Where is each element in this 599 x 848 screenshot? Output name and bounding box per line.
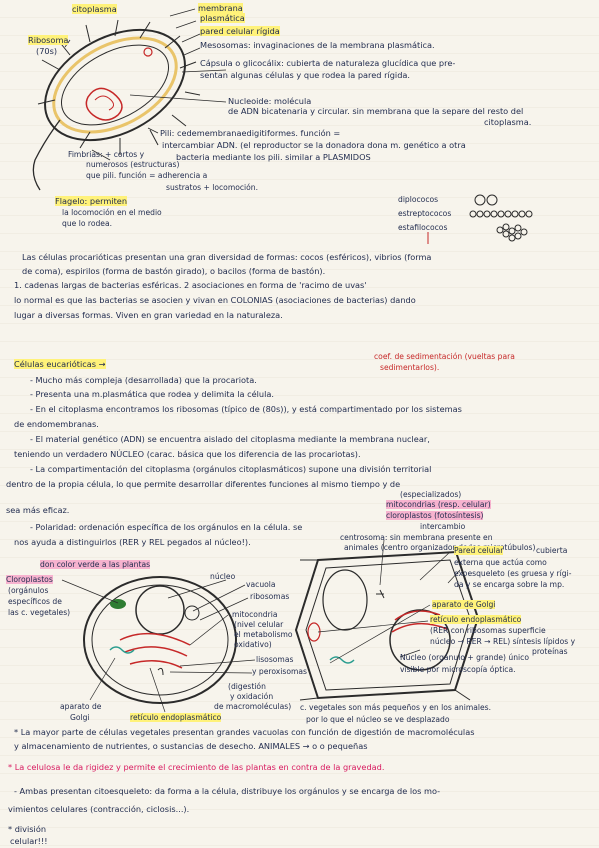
label-pili-2: intercambiar ADN. (el reproductor se la …	[162, 140, 466, 150]
label-ribosomas: ribosomas	[250, 592, 290, 601]
procariotas-line-5: lugar a diversas formas. Viven en gran v…	[14, 310, 283, 320]
label-pared: pared celular rígida	[200, 26, 280, 36]
label-reticulo-plasm: retículo endoplasmático	[130, 713, 222, 722]
label-fimbrias-2: numerosos (estructuras)	[86, 160, 180, 169]
label-estafilococos: estafilococos	[398, 223, 448, 232]
eucariotas-line-9: (especializados)	[400, 490, 462, 499]
label-citoplasma: citoplasma	[72, 4, 117, 14]
bacterium-illustration	[32, 8, 227, 191]
eucariotas-line-10: sea más eficaz.	[6, 505, 70, 515]
label-reticulo-4: proteínas	[532, 647, 568, 656]
bottom-line-6: - Ambas presentan citoesqueleto: da form…	[14, 786, 441, 796]
eucariotas-line-4: de endomembranas.	[14, 419, 99, 429]
mito-note-1: mitocondrias (resp. celular)	[386, 500, 491, 509]
cocci-illustration	[469, 194, 533, 242]
plant-cell-illustration	[83, 576, 237, 704]
label-digestion-3: de macromoléculas)	[214, 702, 292, 711]
bottom-line-4: y almacenamiento de nutrientes, o sustan…	[14, 741, 368, 751]
label-pili-1: Pili: cedemembranaedigitiformes. función…	[160, 128, 341, 138]
label-lisosomas: lisosomas	[256, 655, 294, 664]
label-cloroplastos-3: específicos de	[8, 597, 62, 606]
label-ap-golgi-2: Golgi	[70, 713, 90, 722]
coef-note-1: coef. de sedimentación (vueltas para	[374, 352, 515, 361]
label-reticulo-3: núcleo → RER → REL) síntesis lípidos y	[430, 637, 576, 646]
eucariotas-line-5: - El material genético (ADN) se encuentr…	[30, 434, 430, 444]
label-pared-celular: Pared celular	[454, 546, 504, 555]
label-plasmatica: plasmática	[200, 13, 245, 23]
label-capsula-2: sentan algunas células y que rodea la pa…	[200, 70, 411, 80]
eucariotas-title: Células eucarióticas →	[14, 359, 106, 369]
label-flagelo-1: Flagelo: permiten	[55, 196, 128, 206]
label-membrana: membrana	[198, 3, 243, 13]
procariotas-line-3: 1. cadenas largas de bacterias esféricas…	[14, 280, 367, 290]
label-golgi: aparato de Golgi	[432, 600, 496, 609]
label-mitocondria-2: (nivel celular	[234, 620, 284, 629]
centrosoma-note-1: centrosoma: sin membrana presente en	[340, 533, 493, 542]
label-externa-2: exoesqueleto (es gruesa y rígi-	[454, 569, 572, 578]
label-digestion-2: y oxidación	[230, 692, 274, 701]
label-vacuola: vacuola	[246, 580, 276, 589]
label-nucleoide-3: citoplasma.	[484, 117, 532, 127]
eucariotas-line-2: - Presenta una m.plasmática que rodea y …	[30, 389, 275, 399]
label-cloroplastos-title: don color verde a las plantas	[40, 560, 151, 569]
bottom-line-2: por lo que el núcleo se ve desplazado	[306, 715, 450, 724]
bottom-line-9: celular!!!	[10, 836, 48, 846]
label-nucleo-grande-2: visible por microscopía óptica.	[400, 665, 516, 674]
centrosoma-note-2: animales (centro organizador de los micr…	[344, 543, 536, 552]
eucariotas-line-6: teniendo un verdadero NÚCLEO (carac. bás…	[14, 449, 361, 459]
bottom-line-8: * división	[8, 824, 47, 834]
label-pili-3: bacteria mediante los pili. similar a PL…	[176, 152, 371, 162]
label-capsula-1: Cápsula o glicocálix: cubierta de natura…	[200, 58, 456, 68]
label-nucleoide-1: Nucleoide: molécula	[228, 96, 312, 106]
label-reticulo-1: retículo endoplasmático	[430, 615, 522, 624]
label-cloroplastos-1: Cloroplastos	[6, 575, 53, 584]
label-externa-3: da y se encarga sobre la mp.	[454, 580, 565, 589]
label-mitocondria-3: el metabolismo	[234, 630, 293, 639]
label-nucleo-grande-1: Núcleo (orgánulo + grande) único	[400, 653, 529, 662]
label-fimbrias-1: Fimbrias: + cortos y	[68, 150, 145, 159]
label-ap-golgi-1: aparato de	[60, 702, 102, 711]
label-digestion-1: (digestión	[228, 682, 266, 691]
bottom-line-3: * La mayor parte de células vegetales pr…	[14, 727, 475, 737]
label-estreptococos: estreptococos	[398, 209, 452, 218]
eucariotas-line-7: - La compartimentación del citoplasma (o…	[30, 464, 432, 474]
polaridad-line-1: - Polaridad: ordenación específica de lo…	[30, 522, 303, 532]
label-peroxisomas: y peroxisomas	[252, 667, 307, 676]
label-flagelo-2: la locomoción en el medio	[62, 208, 162, 217]
label-fimbrias-4: sustratos + locomoción.	[166, 183, 259, 192]
bottom-line-5: * La celulosa le da rigidez y permite el…	[8, 762, 385, 772]
label-externa-1: externa que actúa como	[454, 558, 547, 567]
label-reticulo-2: (RER con ribosomas superficie	[430, 626, 546, 635]
label-fimbrias-3: que pili. función = adherencia a	[86, 171, 208, 180]
label-ribosoma-70s: (70s)	[36, 46, 58, 56]
eucariotas-line-1: - Mucho más compleja (desarrollada) que …	[30, 375, 257, 385]
procariotas-line-2: de coma), espirilos (forma de bastón gir…	[22, 266, 326, 276]
label-cubierta: cubierta	[536, 546, 568, 555]
label-mitocondria-4: oxidativo)	[234, 640, 272, 649]
label-mitocondria-1: mitocondria	[232, 610, 278, 619]
label-mesosomas: Mesosomas: invaginaciones de la membrana…	[200, 40, 435, 50]
label-diplococos: diplococos	[398, 195, 439, 204]
eucariotas-line-3: - En el citoplasma encontramos los ribos…	[30, 404, 462, 414]
label-cloroplastos-4: las c. vegetales)	[8, 608, 71, 617]
label-nucleo: núcleo	[210, 572, 236, 581]
bottom-line-7: vimientos celulares (contracción, ciclos…	[8, 804, 190, 814]
label-ribosoma: Ribosoma	[28, 35, 69, 45]
label-cloroplastos-2: (orgánulos	[8, 586, 49, 595]
eucariotas-line-8: dentro de la propia célula, lo que permi…	[6, 479, 401, 489]
label-nucleoide-2: de ADN bicatenaria y circular. sin membr…	[228, 106, 524, 116]
polaridad-line-2: nos ayuda a distinguirlos (RER y REL peg…	[14, 537, 251, 547]
bottom-line-1: c. vegetales son más pequeños y en los a…	[300, 703, 492, 712]
label-flagelo-3: que lo rodea.	[62, 219, 113, 228]
procariotas-line-4: lo normal es que las bacterias se asocie…	[14, 295, 416, 305]
intercambio-note: intercambio	[420, 522, 466, 531]
procariotas-line-1: Las células procarióticas presentan una …	[22, 252, 432, 262]
mito-note-2: cloroplastos (fotosíntesis)	[386, 511, 484, 520]
coef-note-2: sedimentarlos).	[380, 363, 440, 372]
